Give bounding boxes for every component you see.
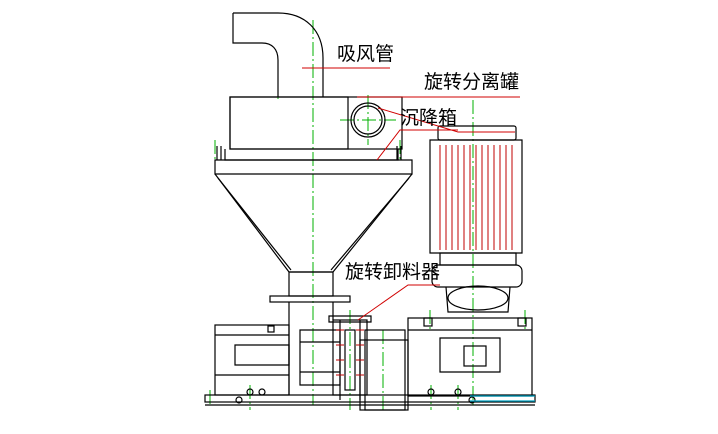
label-rotary-discharger: 旋转卸料器 — [345, 261, 440, 283]
label-settling-box: 沉降箱 — [400, 107, 457, 129]
separator-inlet — [350, 102, 386, 138]
settling-box — [224, 149, 399, 161]
machine-outline — [204, 12, 536, 411]
center-lines — [209, 20, 526, 410]
leader-lines — [302, 67, 520, 321]
label-rotary-separator: 旋转分离罐 — [424, 71, 519, 93]
base-plate — [204, 394, 536, 403]
discharger-hatching — [336, 329, 364, 376]
motor-fins — [439, 145, 513, 250]
gear-coupling — [431, 264, 523, 288]
base-accents — [470, 395, 535, 402]
suction-pipe — [232, 12, 324, 97]
outlet-pipe — [288, 271, 334, 297]
rotary-separator-tank — [229, 96, 349, 150]
label-suction-pipe: 吸风管 — [337, 43, 394, 65]
